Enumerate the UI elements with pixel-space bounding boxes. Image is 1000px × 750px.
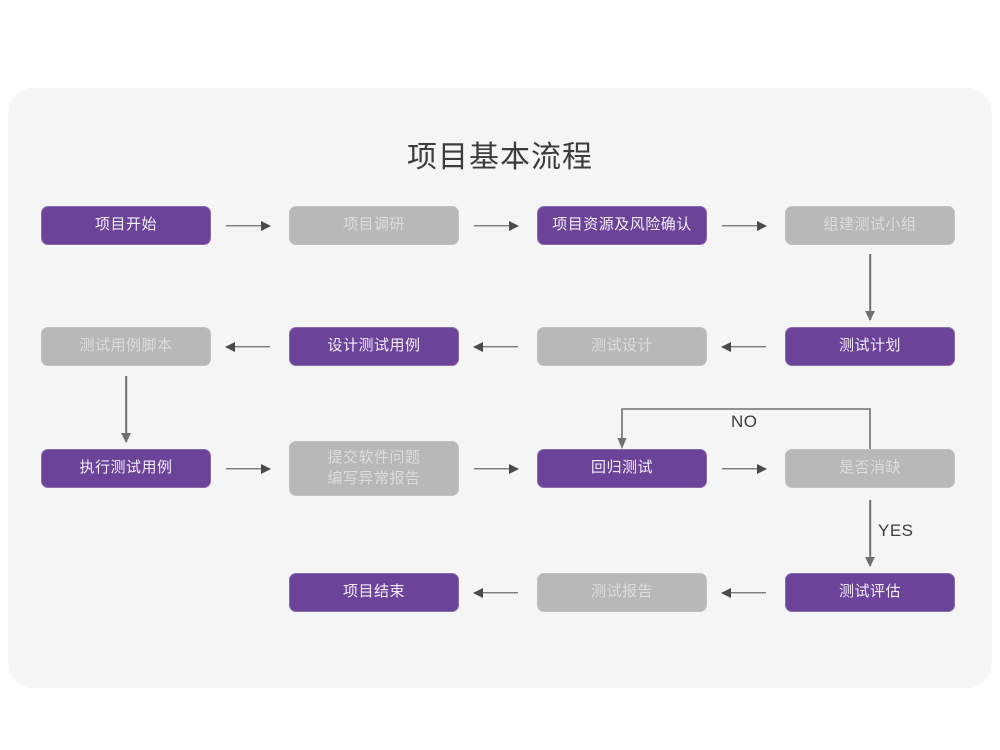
flow-node-project-start[interactable]: 项目开始 xyxy=(41,206,211,245)
arrow-execute-to-submit-issue xyxy=(226,462,271,476)
arrow-shaft xyxy=(722,225,766,227)
arrow-head xyxy=(509,464,519,474)
arrow-head xyxy=(261,464,271,474)
arrow-head xyxy=(509,221,519,231)
flow-node-test-design[interactable]: 测试设计 xyxy=(537,327,707,366)
arrow-shaft xyxy=(722,468,766,470)
arrow-shaft xyxy=(722,592,766,594)
arrow-evaluation-to-test-report xyxy=(721,586,766,600)
arrow-start-to-research xyxy=(226,219,271,233)
flow-node-resource-risk-confirm[interactable]: 项目资源及风险确认 xyxy=(537,206,707,245)
arrow-shaft xyxy=(226,468,270,470)
flow-node-test-case-script[interactable]: 测试用例脚本 xyxy=(41,327,211,366)
arrow-test-design-to-design-case xyxy=(473,340,518,354)
arrow-shaft xyxy=(869,500,871,566)
arrow-team-to-test-plan xyxy=(863,254,877,321)
arrow-defect-check-to-evaluation xyxy=(863,500,877,567)
arrow-resource-to-team xyxy=(722,219,767,233)
flow-node-execute-test-case[interactable]: 执行测试用例 xyxy=(41,449,211,488)
arrow-head xyxy=(757,221,767,231)
flow-node-submit-issue-report[interactable]: 提交软件问题 编写异常报告 xyxy=(289,441,459,496)
arrow-shaft xyxy=(226,346,270,348)
arrow-shaft xyxy=(722,346,766,348)
arrow-design-case-to-script xyxy=(225,340,270,354)
arrow-test-report-to-project-end xyxy=(473,586,518,600)
edge-label-no: NO xyxy=(731,412,758,431)
flow-node-project-research[interactable]: 项目调研 xyxy=(289,206,459,245)
arrow-shaft xyxy=(474,592,518,594)
arrow-head xyxy=(721,588,731,598)
flow-node-design-test-case[interactable]: 设计测试用例 xyxy=(289,327,459,366)
arrow-submit-issue-to-regression xyxy=(474,462,519,476)
arrow-head xyxy=(721,342,731,352)
flow-node-test-report[interactable]: 测试报告 xyxy=(537,573,707,612)
arrow-head xyxy=(225,342,235,352)
arrow-shaft xyxy=(474,468,518,470)
arrow-shaft xyxy=(125,376,127,442)
arrow-head xyxy=(121,433,131,443)
flow-node-defect-resolved-check[interactable]: 是否消缺 xyxy=(785,449,955,488)
flow-node-project-end[interactable]: 项目结束 xyxy=(289,573,459,612)
arrow-shaft xyxy=(474,225,518,227)
page-title: 项目基本流程 xyxy=(407,141,593,174)
arrow-head xyxy=(261,221,271,231)
flow-node-test-plan[interactable]: 测试计划 xyxy=(785,327,955,366)
arrow-script-to-execute-case xyxy=(119,376,133,443)
edge-label-yes: YES xyxy=(878,521,914,540)
flow-node-regression-test[interactable]: 回归测试 xyxy=(537,449,707,488)
flow-node-build-test-team[interactable]: 组建测试小组 xyxy=(785,206,955,245)
arrow-head xyxy=(473,342,483,352)
flow-node-test-evaluation[interactable]: 测试评估 xyxy=(785,573,955,612)
arrow-shaft xyxy=(226,225,270,227)
arrow-test-plan-to-test-design xyxy=(721,340,766,354)
arrow-head xyxy=(473,588,483,598)
arrow-head xyxy=(865,311,875,321)
arrow-regression-to-defect-check xyxy=(722,462,767,476)
arrow-research-to-resource xyxy=(474,219,519,233)
arrow-head xyxy=(865,557,875,567)
arrow-shaft xyxy=(869,254,871,320)
arrow-head xyxy=(757,464,767,474)
arrow-shaft xyxy=(474,346,518,348)
